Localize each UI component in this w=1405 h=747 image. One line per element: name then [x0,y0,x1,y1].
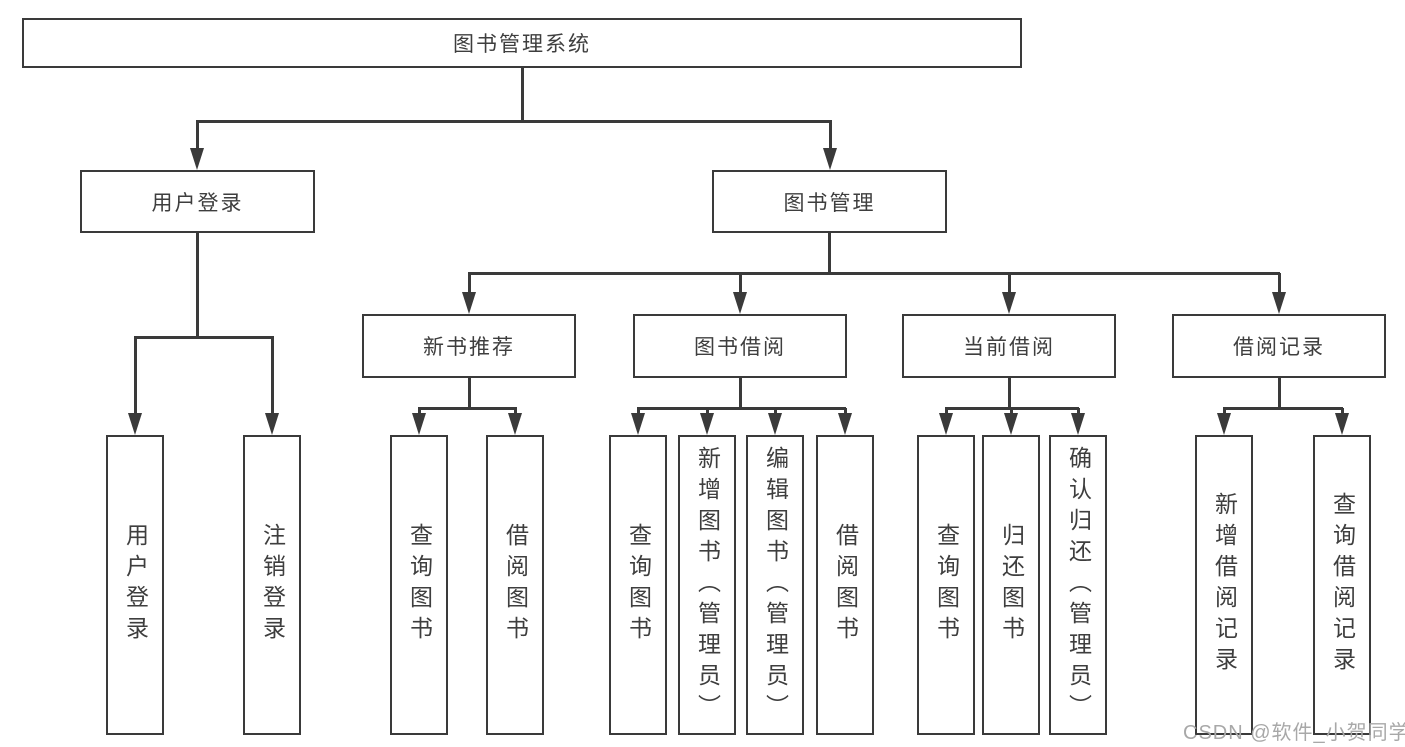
node-user-login: 用户登录 [80,170,315,233]
arrow-down-icon [265,413,279,435]
leaf-logout: 注销登录 [243,435,301,735]
arrow-down-icon [700,413,714,435]
leaf-cb-confirm-return-admin: 确认归还（管理员） [1049,435,1107,735]
connector-cb-stem [1008,378,1011,409]
arrow-down-icon [1217,413,1231,435]
connector-arrow-stem [637,408,640,416]
connector-arrow-stem [706,408,709,416]
connector-arrow-stem [514,408,517,416]
connector-arrow-stem [468,273,471,294]
node-borrow-records-label: 借阅记录 [1233,336,1325,359]
leaf-bb-add-books-admin: 新增图书（管理员） [678,435,736,735]
arrow-down-icon [128,413,142,435]
leaf-cb-query-books-label: 查询图书 [933,523,960,647]
leaf-bb-add-books-admin-label: 新增图书（管理员） [694,445,721,725]
leaf-cb-return-books: 归还图书 [982,435,1040,735]
arrow-down-icon [1272,292,1286,314]
node-new-book-recommend-label: 新书推荐 [423,336,515,359]
leaf-br-add-borrow-record-label: 新增借阅记录 [1211,492,1238,678]
leaf-user-login-label: 用户登录 [122,523,149,647]
node-book-borrow: 图书借阅 [633,314,847,378]
arrow-down-icon [631,413,645,435]
connector-bookmgmt-rail [468,272,1280,275]
arrow-down-icon [412,413,426,435]
leaf-bb-query-books-label: 查询图书 [625,523,652,647]
arrow-down-icon [733,292,747,314]
connector-arrow-stem [1278,273,1281,294]
leaf-user-login: 用户登录 [106,435,164,735]
connector-arrow-stem [1077,408,1080,416]
leaf-logout-label: 注销登录 [259,523,286,647]
node-current-borrow: 当前借阅 [902,314,1116,378]
connector-userlogin-rail [134,336,274,339]
connector-arrow-stem [1223,408,1226,416]
node-book-management-label: 图书管理 [783,191,876,215]
arrow-down-icon [939,413,953,435]
connector-nr-rail [418,407,517,410]
connector-root-rail [196,120,832,123]
arrow-down-icon [1335,413,1349,435]
connector-arrow-stem [739,273,742,294]
leaf-nr-query-books-label: 查询图书 [406,523,433,647]
arrow-down-icon [508,413,522,435]
arrow-down-icon [1071,413,1085,435]
connector-arrow-stem [829,121,832,150]
leaf-br-query-borrow-record-label: 查询借阅记录 [1329,492,1356,678]
leaf-cb-return-books-label: 归还图书 [998,523,1025,647]
connector-arrow-stem [1008,273,1011,294]
leaf-bb-borrow-books-label: 借阅图书 [832,523,859,647]
connector-br-stem [1278,378,1281,409]
leaf-br-add-borrow-record: 新增借阅记录 [1195,435,1253,735]
leaf-bb-edit-books-admin: 编辑图书（管理员） [746,435,804,735]
arrow-down-icon [823,148,837,170]
leaf-bb-query-books: 查询图书 [609,435,667,735]
arrow-down-icon [462,292,476,314]
leaf-cb-confirm-return-admin-label: 确认归还（管理员） [1065,445,1092,725]
node-new-book-recommend: 新书推荐 [362,314,576,378]
node-user-login-label: 用户登录 [151,191,244,215]
connector-arrow-stem [1341,408,1344,416]
leaf-br-query-borrow-record: 查询借阅记录 [1313,435,1371,735]
node-book-management: 图书管理 [712,170,947,233]
connector-arrow-stem [271,337,274,415]
connector-nr-stem [468,378,471,409]
arrow-down-icon [768,413,782,435]
leaf-nr-query-books: 查询图书 [390,435,448,735]
leaf-bb-borrow-books: 借阅图书 [816,435,874,735]
connector-userlogin-stem [196,233,199,338]
connector-bb-rail [637,407,846,410]
leaf-nr-borrow-books-label: 借阅图书 [502,523,529,647]
connector-arrow-stem [1010,408,1013,416]
node-library-system: 图书管理系统 [22,18,1022,68]
connector-br-rail [1223,407,1343,410]
arrow-down-icon [1004,413,1018,435]
arrow-down-icon [838,413,852,435]
connector-arrow-stem [418,408,421,416]
arrow-down-icon [190,148,204,170]
leaf-cb-query-books: 查询图书 [917,435,975,735]
connector-arrow-stem [844,408,847,416]
connector-arrow-stem [134,337,137,415]
node-current-borrow-label: 当前借阅 [963,336,1055,359]
node-library-system-label: 图书管理系统 [453,33,591,56]
connector-root-stem [521,68,524,122]
connector-arrow-stem [945,408,948,416]
node-book-borrow-label: 图书借阅 [694,336,786,359]
connector-arrow-stem [774,408,777,416]
connector-bookmgmt-stem [828,233,831,274]
node-borrow-records: 借阅记录 [1172,314,1386,378]
leaf-nr-borrow-books: 借阅图书 [486,435,544,735]
leaf-bb-edit-books-admin-label: 编辑图书（管理员） [762,445,789,725]
arrow-down-icon [1002,292,1016,314]
connector-bb-stem [739,378,742,409]
csdn-watermark: CSDN @软件_小贺同学 [1183,722,1405,744]
connector-arrow-stem [196,121,199,150]
